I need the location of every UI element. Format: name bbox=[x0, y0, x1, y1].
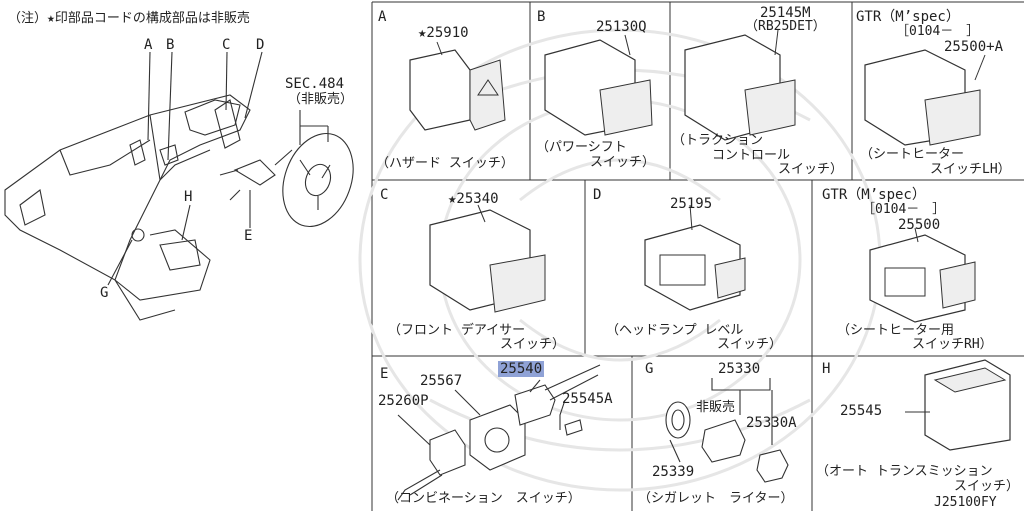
overview-label-e: E bbox=[244, 228, 253, 244]
cell-h-caption1: （オート トランスミッション bbox=[816, 464, 993, 479]
overview-label-a: A bbox=[144, 37, 153, 53]
seat-heater-rh-drawing bbox=[869, 227, 976, 323]
cell-d-caption1: （ヘッドランプ レベル bbox=[606, 323, 744, 338]
overview-label-d: D bbox=[256, 37, 265, 53]
cell-e-part-25567: 25567 bbox=[420, 373, 463, 389]
cell-c-part: ★25340 bbox=[448, 191, 499, 207]
sec-note: （非販売） bbox=[288, 92, 354, 107]
seat-heater-lh-drawing bbox=[864, 49, 986, 146]
combination-switch-drawing bbox=[397, 364, 601, 501]
cell-gtr1-part: 25500+A bbox=[944, 39, 1004, 55]
headlamp-level-switch-drawing bbox=[644, 204, 746, 311]
diagram-code: J25100FY bbox=[934, 495, 997, 510]
grid-frame bbox=[371, 1, 1024, 511]
front-deicer-switch-drawing bbox=[429, 204, 546, 313]
cell-g-caption: （シガレット ライター） bbox=[638, 491, 794, 506]
overview-label-g: G bbox=[100, 285, 109, 301]
cell-b-letter: B bbox=[537, 9, 546, 25]
cell-b-caption1: （パワーシフト bbox=[536, 140, 627, 155]
cell-g-part-25330: 25330 bbox=[718, 361, 761, 377]
cell-gtr1-date: ［0104－ ］ bbox=[896, 24, 980, 39]
note-text: （注）★印部品コードの構成部品は非販売 bbox=[8, 11, 250, 26]
cell-gtr2-date: ［0104－ ］ bbox=[862, 202, 946, 217]
cell-b2-caption3: スイッチ） bbox=[778, 162, 844, 177]
overview-label-c: C bbox=[222, 37, 231, 53]
cell-e-caption: （コンビネーション スイッチ） bbox=[386, 491, 581, 506]
cell-a-letter: A bbox=[378, 9, 387, 25]
cell-d-letter: D bbox=[593, 187, 602, 203]
cell-b-caption2: スイッチ） bbox=[590, 155, 656, 170]
cell-b2-caption2: コントロール bbox=[712, 148, 791, 163]
cell-e-part-25540-highlighted: 25540 bbox=[498, 361, 545, 377]
sec-title: SEC.484 bbox=[285, 76, 345, 92]
cell-gtr2-caption1: （シートヒーター用 bbox=[837, 323, 955, 338]
hazard-switch-drawing bbox=[409, 41, 506, 131]
cell-c-caption1: （フロント デアイサー bbox=[388, 323, 526, 338]
cell-a-part: ★25910 bbox=[418, 25, 469, 41]
cigarette-lighter-drawing bbox=[665, 378, 789, 483]
cell-gtr1-caption2: スイッチLH） bbox=[930, 162, 1011, 177]
cell-g-not-sold: 非販売 bbox=[696, 400, 736, 415]
cell-e-part-25545a: 25545A bbox=[562, 391, 613, 407]
cell-b2-caption1: （トラクション bbox=[672, 133, 764, 148]
cell-h-letter: H bbox=[822, 361, 831, 377]
cell-g-part-25330a: 25330A bbox=[746, 415, 797, 431]
cell-d-caption2: スイッチ） bbox=[717, 337, 783, 352]
cell-gtr1-caption1: （シートヒーター bbox=[860, 147, 965, 162]
overview-label-h: H bbox=[184, 189, 193, 205]
cell-b2-variant: （RB25DET） bbox=[745, 19, 826, 34]
cell-e-part-25260p: 25260P bbox=[378, 393, 429, 409]
power-shift-switch-drawing bbox=[544, 34, 653, 136]
cell-c-letter: C bbox=[380, 187, 389, 203]
cell-c-caption2: スイッチ） bbox=[500, 337, 566, 352]
cell-b-part: 25130Q bbox=[596, 19, 647, 35]
cell-e-letter: E bbox=[380, 366, 389, 382]
cell-d-part: 25195 bbox=[670, 196, 713, 212]
cell-gtr2-head: GTR（M’spec） bbox=[822, 187, 926, 203]
cell-gtr1-head: GTR（M’spec） bbox=[856, 9, 960, 25]
cell-g-part-25339: 25339 bbox=[652, 464, 695, 480]
cell-gtr2-caption2: スイッチRH） bbox=[912, 337, 993, 352]
traction-control-switch-drawing bbox=[684, 29, 796, 141]
overview-label-b: B bbox=[166, 37, 175, 53]
cell-h-part-25545: 25545 bbox=[840, 403, 883, 419]
dashboard-drawing bbox=[4, 51, 354, 321]
cell-b2-part: 25145M bbox=[760, 5, 811, 21]
at-switch-drawing bbox=[905, 359, 1011, 451]
cell-a-caption: （ハザード スイッチ） bbox=[376, 156, 514, 171]
cell-h-caption2: スイッチ） bbox=[954, 479, 1020, 494]
cell-g-letter: G bbox=[645, 361, 654, 377]
cell-gtr2-part: 25500 bbox=[898, 217, 941, 233]
